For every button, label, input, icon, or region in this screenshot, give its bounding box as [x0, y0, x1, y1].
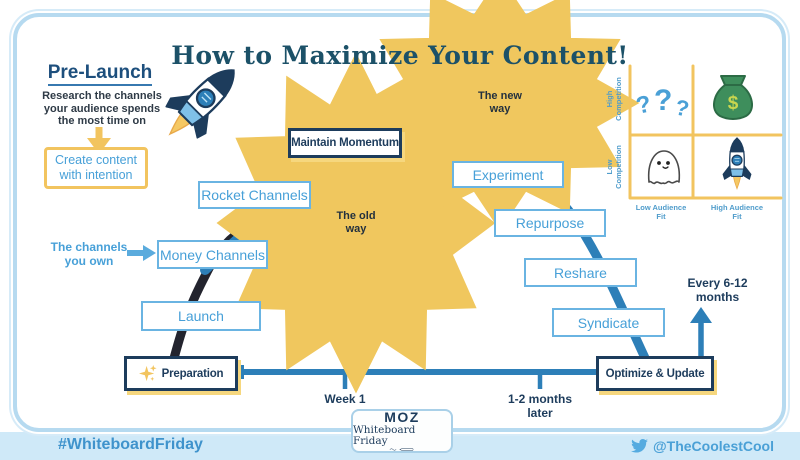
flow-box-syndicate: Syndicate: [552, 308, 665, 337]
flow-box-money-channels: Money Channels: [157, 240, 268, 269]
moz-logo: MOZ: [384, 409, 420, 425]
hashtag-label: #WhiteboardFriday: [58, 436, 203, 453]
money-bag-icon: $: [713, 75, 753, 120]
prelaunch-description: Research the channels your audience spen…: [42, 90, 162, 127]
badge-series-label: Whiteboard Friday: [353, 424, 416, 447]
flow-box-maintain-momentum: Maintain Momentum: [288, 128, 402, 158]
timeline-line: [240, 365, 597, 389]
quadrant-grid: [628, 64, 783, 200]
svg-text:?: ?: [654, 84, 672, 117]
channels-you-own-arrow: [127, 245, 156, 261]
flow-box-experiment: Experiment: [452, 161, 564, 188]
ghost-icon: [647, 150, 681, 185]
flow-box-rocket-channels: Rocket Channels: [198, 181, 311, 209]
rocket-icon-quadrant: [722, 137, 752, 190]
page-title: How to Maximize Your Content!: [171, 40, 629, 70]
twitter-handle: @TheCoolestCool: [631, 438, 774, 454]
svg-text:$: $: [728, 93, 739, 114]
flow-box-preparation: Preparation: [124, 356, 238, 391]
moz-whiteboard-friday-badge: MOZ Whiteboard Friday: [351, 409, 453, 453]
marker-doodle-icon: [389, 448, 414, 451]
every-6-12-arrow: [690, 307, 712, 356]
svg-text:?: ?: [634, 90, 654, 119]
svg-text:?: ?: [673, 94, 691, 121]
question-marks-icon: ? ? ?: [634, 84, 692, 122]
flow-box-launch: Launch: [141, 301, 261, 331]
timeline-week1-label: Week 1: [324, 392, 366, 406]
prelaunch-down-arrow: [87, 127, 111, 154]
prelaunch-heading: Pre-Launch: [30, 62, 170, 86]
twitter-bird-icon: [631, 439, 648, 453]
flow-box-optimize-update: Optimize & Update: [596, 356, 714, 391]
flow-box-repurpose: Repurpose: [494, 209, 606, 237]
sparkles-icon: [138, 364, 157, 382]
flow-box-reshare: Reshare: [524, 258, 637, 287]
